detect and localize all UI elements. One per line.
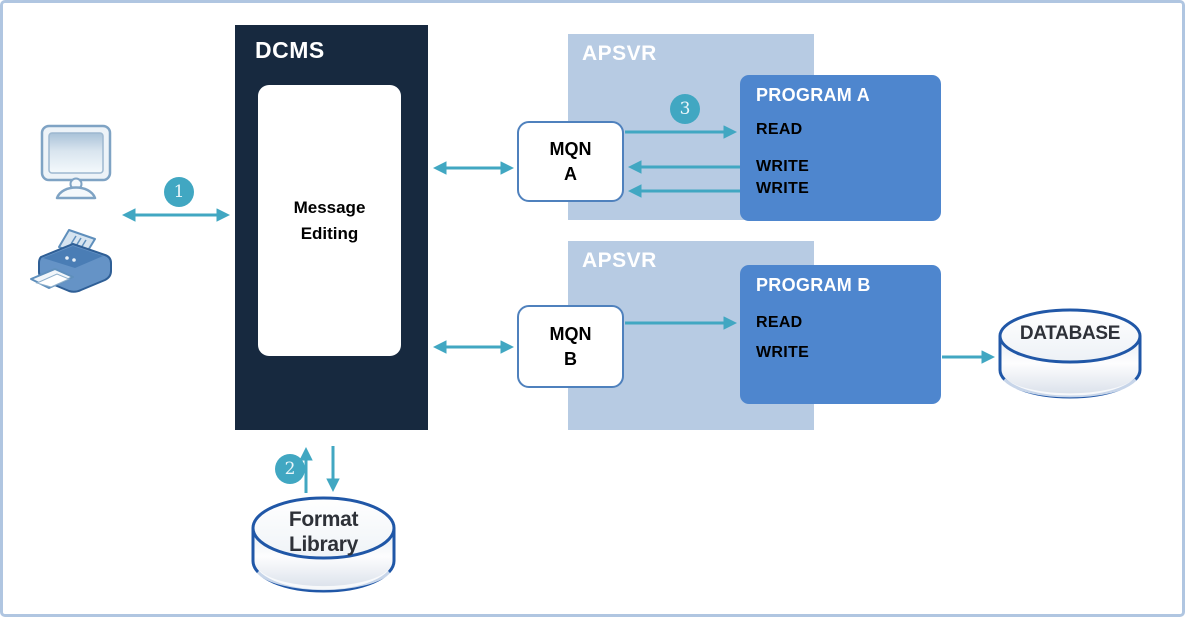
database-cylinder-shape (998, 308, 1142, 399)
program-a-op-write-1: WRITE (756, 158, 810, 175)
program-b-op-read: READ (756, 314, 803, 331)
format-library-cylinder: Format Library (249, 495, 398, 595)
mqn-a-label: MQN A (549, 138, 592, 184)
printer-icon (30, 229, 112, 293)
program-b-title: PROGRAM B (756, 275, 871, 295)
program-b-op-write: WRITE (756, 344, 810, 361)
step-badge-3: 3 (670, 94, 700, 124)
mqn-a-box: MQN A (517, 121, 624, 202)
mqn-b-box: MQN B (517, 305, 624, 388)
step-badge-1: 1 (164, 177, 194, 207)
format-library-label: Format Library (288, 508, 359, 556)
database-cylinder: DATABASE (996, 306, 1144, 401)
dcms-title: DCMS (255, 37, 325, 63)
apsvr-b-title: APSVR (582, 249, 657, 272)
mqn-b-label: MQN B (549, 323, 592, 369)
apsvr-a-title: APSVR (582, 42, 657, 65)
program-b-box: PROGRAM B READ WRITE (740, 265, 941, 404)
program-a-box: PROGRAM A READ WRITE WRITE (740, 75, 941, 221)
message-editing-box: Message Editing (258, 85, 401, 356)
format-library-cylinder-shape (251, 496, 396, 593)
dcms-box: DCMS Message Editing (235, 25, 428, 430)
step-badge-2: 2 (275, 454, 305, 484)
program-a-op-read: READ (756, 121, 803, 138)
database-label: DATABASE (1019, 323, 1121, 344)
program-a-title: PROGRAM A (756, 85, 871, 105)
monitor-icon (40, 124, 112, 200)
program-a-op-write-2: WRITE (756, 180, 810, 197)
message-editing-label: Message Editing (293, 197, 366, 243)
